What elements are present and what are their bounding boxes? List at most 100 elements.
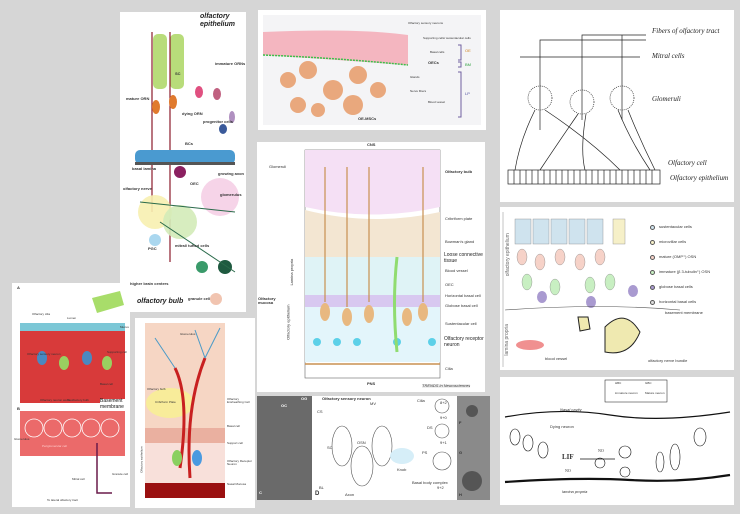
label-horizontal-basal: Horizontal basal cell	[445, 293, 481, 298]
label-pgc: PGC	[148, 246, 157, 251]
label-support-cell: Support cell	[227, 441, 243, 445]
label-sc: SC	[327, 445, 333, 450]
label-mv: MV	[370, 401, 376, 406]
label-mitral-tufted: mitral/ tufted cells	[175, 243, 210, 248]
label-cilia: Cilia	[417, 398, 425, 403]
letter-b: B	[17, 406, 20, 411]
label-og: OG	[301, 396, 308, 401]
label-oec: OEC	[190, 181, 199, 186]
label-olfactory-cell: Olfactory cell	[668, 159, 707, 167]
bracket-bm: BM	[465, 62, 471, 67]
label-glomerulus: Glomerulus	[180, 332, 196, 336]
panel-olfactory-mucosa-trends: CNS PNS Olfactory mucosa Lamina propria …	[257, 142, 485, 392]
olfactory-pathway-drawing	[507, 34, 661, 185]
label-sc: SC	[175, 71, 181, 76]
label-glomerulus: Glomerulus	[14, 437, 30, 441]
label-nasal-mucosa: Nasal Mucosa	[227, 482, 247, 486]
label-8-2: 8+2	[440, 400, 447, 405]
label-basal-cell: Basal cell	[227, 424, 240, 428]
label-lateral-tract: To lateral olfactory tract	[47, 498, 79, 502]
legend-swatch-icon	[650, 255, 655, 260]
label-bcs: BCs	[185, 141, 194, 146]
label-lamina-propria: Lamina propria	[289, 258, 295, 286]
label-nasal-cavity: Nasal cavity	[560, 407, 582, 412]
pathway-illustration	[20, 291, 125, 494]
label-nerve-bundle: olfactory nerve bundle	[648, 358, 688, 363]
em-title: Olfactory sensory neuron	[322, 396, 371, 401]
label-immature-orns: immature ORNs	[215, 61, 246, 66]
panel-title: olfactory epithelium	[200, 13, 236, 28]
label-basal-body: Basal body complex	[412, 480, 448, 485]
side-lamina-propria: lamina propria	[504, 323, 511, 356]
label-glands: Glands	[410, 75, 420, 79]
label-glomeruli: Glomeruli	[269, 164, 287, 169]
side-olfactory-epithelium: olfactory epithelium	[504, 233, 511, 277]
panel-oec-bulb: Glomerulus Olfactory bulb Cribriform Pla…	[135, 318, 255, 508]
label-mitral-cells: Mitral cells	[652, 52, 685, 60]
label-dying-orn: dying ORN	[182, 111, 203, 116]
oec-illustration	[145, 323, 225, 498]
label-osn: OSN	[357, 440, 366, 445]
label-lamina-propria: lamina propria	[562, 489, 588, 494]
label-oecs: OECs	[428, 60, 439, 65]
panel-olfactory-pathway-red: A B Olfactory cilia Lumen Mucus Olfactor…	[12, 283, 130, 507]
label-9-0: 9+0	[440, 415, 447, 420]
label-nerve-fibers: Nerve fibers	[410, 89, 427, 93]
label-axons: Olfactory neuron axons	[40, 398, 72, 402]
label-granule: Granule cell	[112, 472, 129, 476]
legend-item: immature (β 3-tubulin⁺) OSN	[650, 265, 710, 280]
legend-item: globose basal cells	[650, 280, 710, 295]
credit: TRENDS in Neurosciences	[422, 383, 471, 389]
label-mature-orn: mature ORN	[126, 96, 150, 101]
label-oec: OEC	[445, 282, 454, 287]
label-mucus: Mucus	[120, 325, 129, 329]
legend-swatch-icon	[650, 225, 655, 230]
panel-grays-olfactory-diagram: Fibers of olfactory tract Mitral cells G…	[500, 10, 734, 202]
label-ps: PS	[422, 450, 428, 455]
mucosa-illustration	[262, 15, 481, 125]
label-9-2: 9+2	[437, 485, 444, 490]
label-orn: Olfactory receptor neuron	[444, 336, 484, 348]
lif-illustration	[504, 379, 731, 484]
label-basal-cells: Basal cells	[430, 50, 445, 54]
legend-swatch-icon	[650, 285, 655, 290]
legend-swatch-icon	[650, 300, 655, 305]
label-blood-vessel: Blood vessel	[428, 100, 446, 104]
label-supporting-cell: Supporting cell	[107, 350, 127, 354]
label-olfactory-bulb: Olfactory bulb	[445, 169, 473, 174]
label-growing-axon: growing axon	[218, 171, 244, 176]
label-blood-vessel: Blood vessel	[445, 268, 468, 273]
epithelium-cell-drawing	[502, 212, 681, 367]
legend-item: mature (OMP⁺) OSN	[650, 250, 710, 265]
bracket-lp: LP	[465, 91, 470, 96]
legend-item: horizontal basal cells	[650, 295, 710, 310]
label-sustentacular: Sustentacular cell	[445, 321, 477, 326]
label-mitral: Mitral cell	[72, 477, 85, 481]
panel-olfactory-epithelium-neurons: olfactory epithelium SC immature ORNs ma…	[120, 12, 246, 312]
legend-immature: immature neuron	[615, 391, 638, 395]
panel-em-cilia: Olfactory sensory neuron OG OC CS MV OSN…	[257, 396, 490, 500]
label-to-bulb: To olfactory bulb	[67, 398, 89, 402]
legend-swatch-icon	[650, 270, 655, 275]
label-ds: DS	[427, 425, 433, 430]
label-lumen: Lumen	[67, 316, 77, 320]
label-cribriform: Cribriform Plate	[155, 400, 176, 404]
label-axon: Axon	[345, 492, 355, 497]
olfactory-bulb-caption: olfactory bulb	[137, 298, 184, 305]
label-cns: CNS	[367, 142, 376, 147]
label-olfactory-nerve: olfactory nerve	[123, 186, 152, 191]
legend-gbc: GBC	[645, 381, 652, 385]
legend-item: sustentacular cells	[650, 220, 710, 235]
label-olfactory-mucosa: Olfactory mucosa	[258, 296, 276, 306]
legend-swatch-icon	[650, 240, 655, 245]
label-olfactory-epithelium: Olfactory epithelium	[670, 174, 729, 182]
label-progenitor: progenitor cells	[203, 119, 234, 124]
label-knob: Knob	[397, 467, 407, 472]
label-granule-cell: granule cell	[188, 296, 211, 301]
label-bl: BL	[319, 485, 324, 490]
label-supporting: Supporting cells/ sustentacular cells	[423, 36, 471, 40]
label-lif: LIF	[562, 453, 574, 461]
letter-a: A	[17, 285, 20, 290]
legend-item: microvillar cells	[650, 235, 710, 250]
letter-f: F	[459, 420, 462, 425]
